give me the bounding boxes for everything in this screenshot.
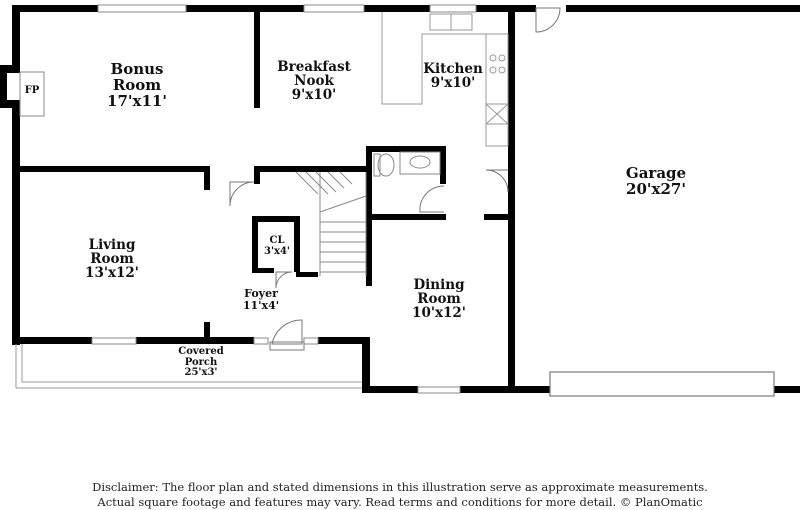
staircase — [295, 171, 367, 276]
room-label-garage: Garage 20'x27' — [625, 164, 687, 198]
room-dimensions: 20'x27' — [626, 179, 686, 198]
room-dimensions: 13'x12' — [85, 265, 139, 282]
disclaimer: Disclaimer: The floor plan and stated di… — [0, 480, 800, 510]
wall-bath-right — [440, 146, 446, 184]
bathroom-fixtures — [373, 151, 441, 177]
door-bath — [419, 185, 445, 213]
door-stair — [229, 181, 255, 207]
window-nook — [303, 4, 365, 13]
room-name-line2: Porch — [184, 356, 218, 368]
wall-bottom-foyer — [318, 337, 368, 344]
wall-top-mid — [186, 5, 304, 12]
wall-bottom-living-b — [136, 337, 254, 344]
room-label-living: Living Room 13'x12' — [85, 238, 139, 281]
wall-left-lower — [12, 108, 20, 345]
room-name: Kitchen — [423, 61, 483, 77]
wall-bath-bottom — [366, 214, 446, 220]
wall-bottom-dining-b — [460, 386, 550, 393]
room-dimensions: 10'x12' — [412, 305, 466, 322]
room-name-line1: Breakfast — [277, 59, 351, 75]
wall-stair-divider — [366, 214, 372, 286]
room-label-dining: Dining Room 10'x12' — [412, 278, 466, 321]
wall-bottom-dining-a — [362, 386, 418, 393]
wall-top-right-b — [476, 5, 536, 12]
kitchen-counters — [381, 12, 509, 147]
room-label-breakfast-nook: Breakfast Nook 9'x10' — [277, 60, 351, 103]
fireplace-name: FP — [24, 85, 40, 96]
room-label-foyer: Foyer 11'x4' — [243, 288, 279, 311]
window-bonus — [97, 4, 187, 13]
room-name-line1: Bonus — [110, 60, 164, 78]
room-name: CL — [269, 235, 285, 246]
room-dimensions: 25'x3' — [184, 367, 218, 378]
room-name-line2: Room — [90, 251, 134, 268]
room-name-line2: Room — [417, 291, 461, 308]
garage-door — [549, 371, 775, 397]
window-foyer-l — [253, 337, 269, 345]
fireplace-label: FP — [24, 85, 40, 97]
wall-left-upper — [12, 5, 20, 65]
wall-garage-left — [508, 5, 515, 393]
wall-bottom-living — [12, 337, 92, 344]
room-name-line2: Nook — [294, 73, 334, 90]
door-garage-exterior — [535, 7, 561, 33]
window-kitchen — [429, 4, 477, 13]
room-name-line1: Living — [88, 237, 136, 253]
fireplace — [0, 65, 45, 117]
door-garage-interior — [485, 169, 509, 193]
wall-stair-bottom — [296, 272, 318, 277]
room-name-line2: Room — [112, 75, 162, 94]
wall-bath-left — [366, 146, 372, 220]
room-name-line1: Dining — [413, 277, 465, 293]
wall-living-stub — [204, 166, 210, 190]
doors — [229, 7, 561, 351]
window-foyer-r — [303, 337, 319, 345]
room-label-porch: Covered Porch 25'x3' — [178, 346, 224, 379]
wall-top-left — [12, 5, 98, 12]
disclaimer-line2: Actual square footage and features may v… — [97, 495, 703, 509]
room-name: Garage — [625, 164, 687, 182]
disclaimer-line1: Disclaimer: The floor plan and stated di… — [92, 480, 708, 494]
window-living — [91, 337, 137, 345]
wall-stair-top — [254, 166, 366, 172]
exterior-walls — [12, 5, 800, 393]
room-name: Foyer — [244, 287, 278, 300]
room-name-line1: Covered — [178, 346, 224, 357]
room-dimensions: 3'x4' — [263, 245, 291, 257]
wall-closet-top — [252, 216, 300, 222]
wall-closet-right — [294, 216, 300, 272]
wall-bath-top — [366, 146, 444, 152]
wall-living-bottom-stub — [204, 322, 210, 342]
wall-top-garage — [566, 5, 800, 12]
windows — [91, 4, 477, 394]
wall-dining-right-stub — [484, 214, 508, 220]
porch-outline — [15, 344, 362, 389]
wall-bonus-nook — [254, 12, 260, 108]
room-label-closet: CL 3'x4' — [263, 235, 291, 257]
wall-closet-left — [252, 216, 258, 272]
interior-walls — [20, 12, 508, 342]
room-dimensions: 17'x11' — [107, 91, 167, 110]
room-label-kitchen: Kitchen 9'x10' — [423, 61, 483, 92]
room-dimensions: 9'x10' — [291, 87, 337, 104]
wall-bottom-garage — [774, 386, 800, 393]
wall-dining-left — [362, 337, 370, 393]
wall-top-right-a — [364, 5, 430, 12]
window-dining — [417, 386, 461, 394]
door-front — [271, 319, 303, 345]
room-label-bonus: Bonus Room 17'x11' — [107, 60, 167, 110]
wall-closet-bottom — [252, 268, 274, 273]
door-closet — [275, 271, 293, 289]
wall-stair-left — [254, 166, 260, 184]
door-front-frame — [269, 341, 305, 351]
room-dimensions: 11'x4' — [242, 298, 280, 312]
wall-bonus-living — [20, 166, 210, 172]
room-dimensions: 9'x10' — [430, 75, 476, 92]
